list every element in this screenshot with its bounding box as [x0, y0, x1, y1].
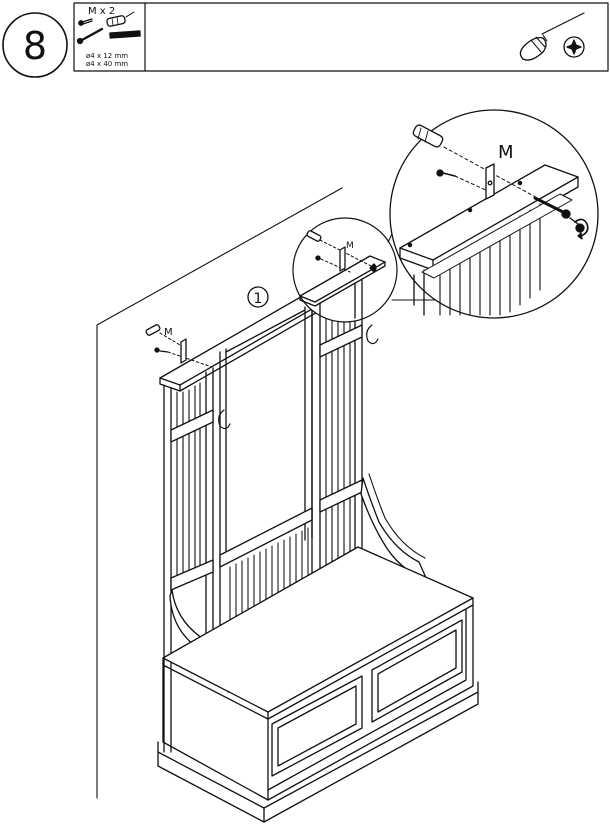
zoom-screw-icon	[436, 169, 456, 177]
marker-1: 1	[247, 286, 269, 308]
parts-panel: M x 2 ø4 x 12 mm ø4 x 40 mm	[76, 6, 141, 68]
right-side-frame	[311, 279, 379, 576]
left-screw-icon	[154, 347, 169, 353]
left-part-label: M	[164, 327, 173, 338]
tool-panel	[519, 12, 585, 61]
zoom-screwdriver-rotate-icon	[569, 217, 589, 240]
phillips-screwdriver-icon	[519, 12, 585, 61]
long-plug-icon	[109, 30, 141, 39]
zoom-wall-plug-icon	[412, 124, 444, 148]
parts-spec-line-2: ø4 x 40 mm	[86, 60, 128, 68]
bench-seat	[162, 546, 474, 720]
short-screw-icon	[78, 18, 93, 26]
parts-spec-line-1: ø4 x 12 mm	[86, 52, 128, 60]
step-badge: 8	[2, 12, 68, 78]
plinth-base	[157, 681, 479, 823]
step-number: 8	[23, 24, 47, 68]
marker-1-label: 1	[254, 291, 263, 307]
parts-count-label: M x 2	[88, 6, 115, 17]
coat-hook-right	[366, 324, 379, 345]
left-fixing-detail: M	[145, 324, 213, 368]
zoom-circle-large: M	[389, 109, 599, 319]
left-bracket-M	[180, 338, 187, 364]
left-side-frame	[163, 367, 231, 753]
step-header-box	[73, 2, 609, 72]
hall-tree-bench: M 1	[145, 259, 479, 823]
zoom-long-screw-icon	[533, 196, 571, 219]
long-screw-icon	[76, 27, 104, 45]
beadboard-panel	[229, 527, 309, 621]
bench-storage-box	[157, 604, 479, 823]
wall-plug-icon	[106, 11, 135, 27]
small-part-label: M	[346, 241, 354, 251]
drawer-panel-right	[371, 619, 463, 723]
phillips-head-icon	[563, 36, 585, 58]
zoom-bracket-M	[485, 163, 495, 200]
zoom-part-label: M	[498, 142, 514, 163]
small-wall-plug-icon	[306, 230, 322, 242]
left-wall-plug-icon	[145, 324, 161, 336]
drawer-panel-left	[271, 675, 363, 777]
detail-circle-small: M	[292, 217, 398, 323]
wall-outline	[96, 187, 343, 799]
small-screw-icon	[315, 255, 321, 261]
